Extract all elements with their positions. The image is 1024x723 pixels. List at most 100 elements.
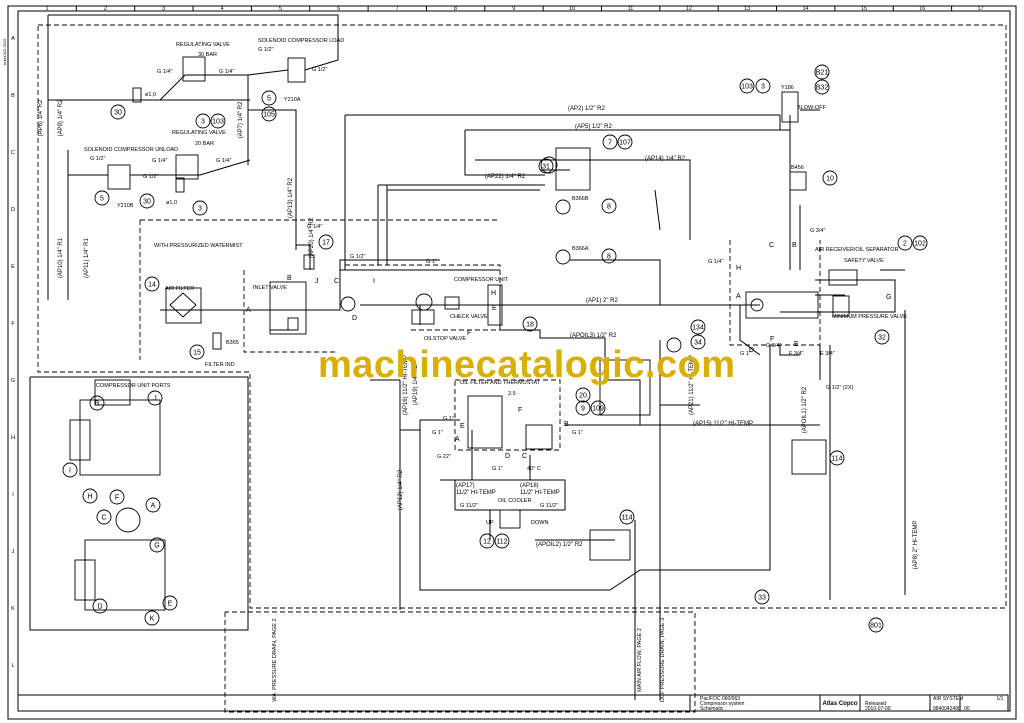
callout-bubble xyxy=(754,589,770,605)
label-labels-oilstop_valve: OILSTOP VALVE xyxy=(424,336,466,342)
frame-column-label: 8 xyxy=(454,6,457,12)
callout-bubble xyxy=(829,450,845,466)
drain-boundary xyxy=(224,611,696,713)
callout-bubble xyxy=(522,316,538,332)
callout-number: B21 xyxy=(816,70,829,77)
fitting-label: E 3/4" xyxy=(820,351,835,357)
callout-number: 5 xyxy=(100,196,104,203)
pipe-line xyxy=(605,379,641,405)
port-letter: C xyxy=(769,242,774,249)
callout-bubble xyxy=(814,64,830,80)
label-labels-sol_unload: SOLENOID COMPRESSOR UNLOAD xyxy=(84,147,178,153)
callout-number: 114 xyxy=(621,515,632,522)
label-labels-regulating_valve_2: REGULATING VALVE xyxy=(172,130,226,136)
port-letter: D xyxy=(505,453,510,460)
callout-number: 112 xyxy=(496,539,507,546)
pipe-line xyxy=(609,345,771,591)
label-pipes-ap11: (AP11) 1/4" R1 xyxy=(84,237,90,277)
fitting-label: G 1/4" xyxy=(157,69,172,75)
callout-number: 801 xyxy=(870,623,882,630)
oil-cooler xyxy=(499,509,521,529)
callout-bubble xyxy=(601,198,617,214)
callout-bubble xyxy=(912,235,928,251)
label-labels-val25: 2.5 xyxy=(508,391,516,397)
label-pipes-ap5: (AP5) 1/2" R2 xyxy=(575,124,612,130)
callout-number: 3 xyxy=(201,119,205,126)
fitting-label: G 1/2" xyxy=(312,67,327,73)
callout-bubble xyxy=(494,533,510,549)
port-letter: B xyxy=(95,401,100,408)
frame-row-label: B xyxy=(11,93,15,99)
fitting-label: G 1" xyxy=(492,466,503,472)
sensor-b366b xyxy=(555,199,571,215)
side-text: AutoCAD 2010 xyxy=(2,38,7,65)
pipe-line xyxy=(248,109,297,250)
port-bubble xyxy=(82,488,98,504)
port-bubble xyxy=(162,595,178,611)
callout-bubble xyxy=(690,319,706,335)
label-labels-compressor_unit: COMPRESSOR UNIT xyxy=(454,277,509,283)
ports-box xyxy=(29,376,249,631)
callout-number: 103 xyxy=(212,119,224,126)
gauge-31 xyxy=(540,156,558,174)
label-labels-up: UP xyxy=(486,520,494,526)
port-letter: I xyxy=(69,468,71,475)
port-letter: C xyxy=(334,278,339,285)
frame-column-label: 7 xyxy=(396,6,399,12)
label-labels-phi1: ø1,0 xyxy=(145,92,156,98)
pipe-line xyxy=(440,479,566,510)
label-pipes-ap13: (AP13) 1/4" R2 xyxy=(288,177,294,218)
inlet-valve-body xyxy=(269,281,307,335)
label-pipes-ap18: (AP18) xyxy=(520,483,539,489)
frame-column-label: 6 xyxy=(337,6,340,12)
label-pipes-ap9: (AP9) 1/4" R2 xyxy=(58,99,64,136)
minimum-pressure-valve xyxy=(832,295,850,317)
callout-number: 3 xyxy=(198,206,202,213)
callout-number: 7 xyxy=(608,140,612,147)
label-labels-y186: Y186 xyxy=(781,85,794,91)
label-pipes-ap21: (AP21) 11/2" HI-TEMP xyxy=(689,355,695,415)
fitting-label: G 1/2" xyxy=(350,254,365,260)
filter-unit-134 xyxy=(599,359,651,416)
frame-column-label: 14 xyxy=(802,6,808,12)
label-pipes-ap8: (AP8) 2" HI-TEMP xyxy=(913,521,919,570)
restrictor-1 xyxy=(132,87,142,103)
fitting-label: G 1/4" xyxy=(307,224,322,230)
unit-drawing-top xyxy=(79,399,161,476)
callout-number: 32 xyxy=(878,335,886,342)
pipe-line xyxy=(654,189,661,231)
pipe-line xyxy=(296,244,311,270)
label-pipes-ap20: (AP20) 1/4" R2 xyxy=(309,217,315,258)
port-bubble xyxy=(149,537,165,553)
label-pipes-ap14: (AP14) 1/4" R2. xyxy=(645,156,687,162)
label-pipes-ap12: (AP12) 1/4" R2 xyxy=(398,469,404,510)
port-letter: A xyxy=(151,503,156,510)
label-labels-oil_cooler: OIL COOLER xyxy=(498,498,531,504)
port-letter: J xyxy=(315,278,319,285)
callout-bubble xyxy=(479,533,495,549)
label-labels-b366a: B366A xyxy=(572,246,589,252)
callout-number: 34 xyxy=(694,340,702,347)
callout-bubble xyxy=(822,170,838,186)
label-labels-main_air: MAIN AIR FLOW, PAGE 2 xyxy=(637,628,643,692)
frame-column-label: 2 xyxy=(104,6,107,12)
air-filter-element xyxy=(169,292,197,318)
frame-row-label: J xyxy=(12,549,15,555)
check-valve xyxy=(444,296,460,310)
port-letter: A xyxy=(246,307,251,314)
callout-bubble xyxy=(110,104,126,120)
frame-row-label: L xyxy=(11,663,14,669)
label-labels-bar_20: 20 BAR xyxy=(195,141,214,147)
label-labels-dcf_drain: DCF PRESSURE DRAIN, PAGE 3 xyxy=(660,618,666,702)
callout-number: 102 xyxy=(914,241,926,248)
label-labels-temp40: 40° C xyxy=(527,466,541,472)
port-letter: H xyxy=(736,265,741,272)
drawing-title: Compressor system xyxy=(700,701,744,707)
fitting-label: G 3/4" xyxy=(766,343,781,349)
frame-column-label: 1 xyxy=(45,6,48,12)
port-bubble xyxy=(144,610,160,626)
frame-row-label: H xyxy=(11,435,15,441)
callout-bubble xyxy=(739,78,755,94)
